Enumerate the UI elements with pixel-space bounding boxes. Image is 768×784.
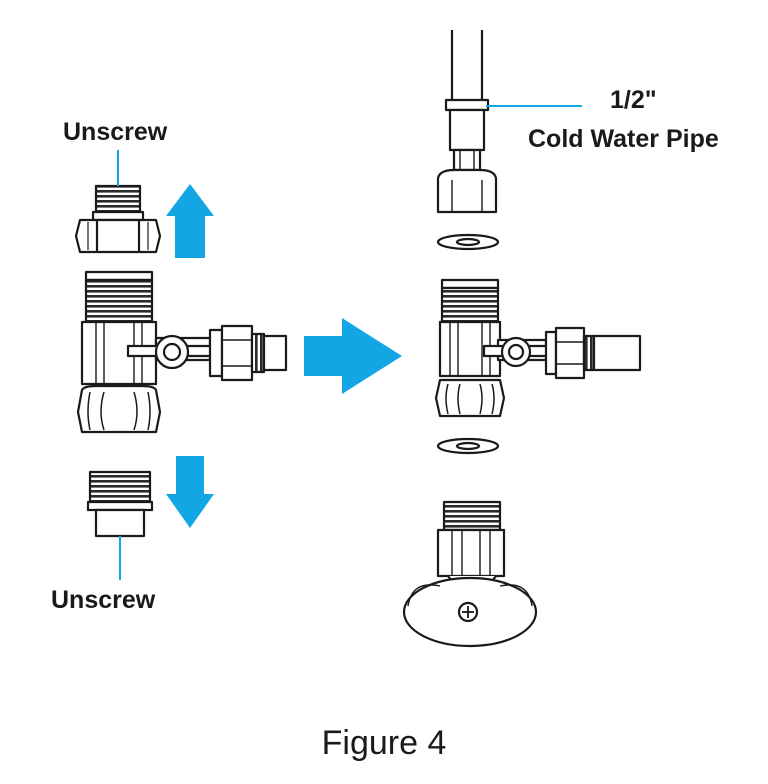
- washer-bottom: [436, 437, 500, 455]
- unscrew-label-top: Unscrew: [63, 118, 168, 146]
- up-arrow-icon: [166, 184, 214, 258]
- figure-caption: Figure 4: [321, 724, 447, 762]
- pipe-name-label: Cold Water Pipe: [528, 125, 719, 153]
- top-compression-nut: [74, 184, 162, 254]
- down-arrow-icon: [166, 456, 214, 528]
- shutoff-valve: [402, 500, 538, 648]
- washer-top: [436, 233, 500, 251]
- bottom-adapter: [86, 470, 154, 538]
- tee-valve-installed: [434, 278, 642, 418]
- right-arrow-icon: [304, 318, 402, 394]
- tee-valve-body: [76, 270, 288, 434]
- cold-water-pipe: [436, 30, 498, 214]
- unscrew-label-bottom: Unscrew: [51, 586, 156, 614]
- pipe-size-label: 1/2": [610, 86, 657, 114]
